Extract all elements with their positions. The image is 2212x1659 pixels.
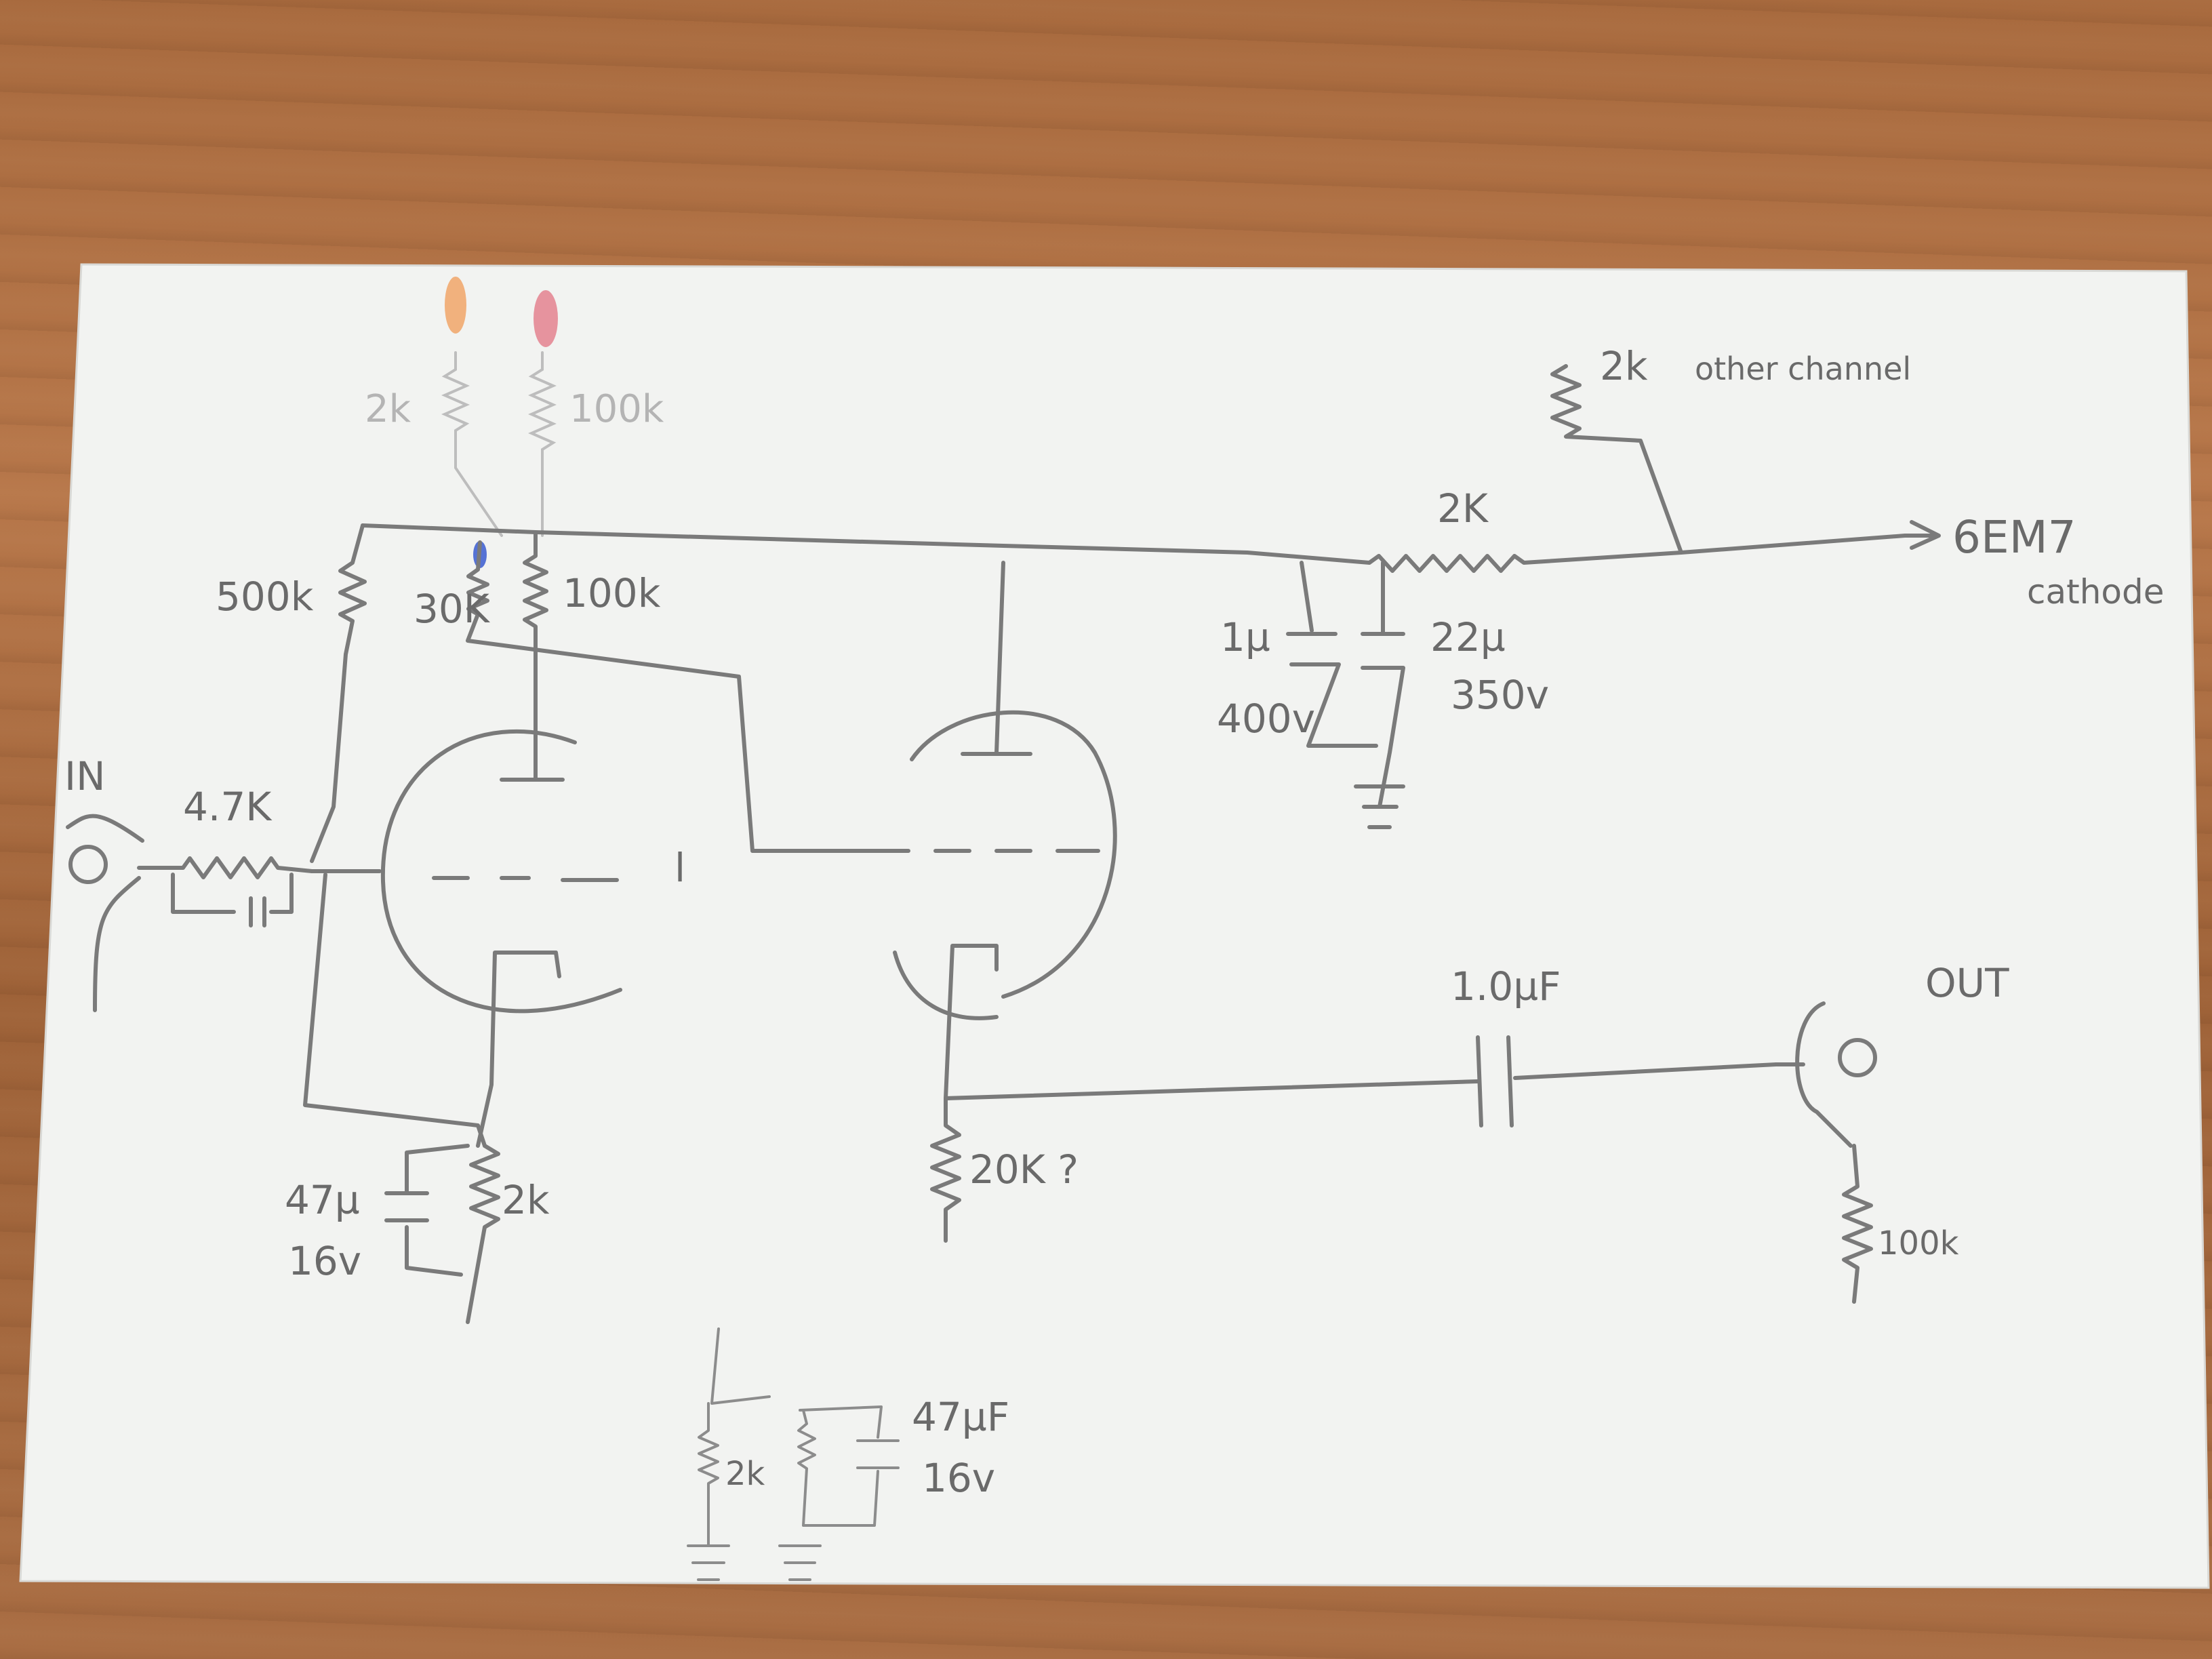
bottom-ground-left [687,1544,730,1581]
triode-1-grid-mark: l [675,845,685,891]
label-4.7k: 4.7K [183,784,273,830]
cap-22u-350v [1361,561,1405,809]
label-20k: 20K ? [969,1146,1079,1193]
output-jack [1838,1038,1877,1077]
label-in: IN [64,753,106,799]
triode-2-cathode [944,944,999,1100]
label-500k: 500k [216,574,314,620]
triode-1-cathode [476,951,561,1148]
faint-label-100k: 100k [569,387,664,431]
supply-rail [361,523,1371,565]
triode-1-grid [310,869,619,882]
output-jack-frame [1774,1001,1853,1148]
label-2k-other: 2k [1600,343,1648,389]
arrow-to-tube [1903,520,1941,550]
cathode-out-wire [944,1079,1480,1100]
orange-marker-dot [445,277,466,334]
resistor-20k [930,1096,961,1243]
resistor-100k [500,530,565,782]
label-2k-bottom: 2k [725,1455,765,1493]
label-6em7: 6EM7 [1952,511,2076,563]
triode-2-envelope [893,710,1117,1020]
label-out: OUT [1925,960,2009,1006]
label-100k: 100k [563,570,661,616]
bottom-ground-right [778,1544,822,1581]
label-400v: 400v [1217,696,1315,742]
label-2k-supply: 2K [1437,485,1489,532]
cap-1u-400v [1286,561,1378,748]
faint-label-2k: 2k [365,387,411,431]
label-350v: 350v [1451,672,1549,718]
supply-ground [1354,784,1405,829]
bottom-resistor-2k [698,1327,771,1547]
pink-marker-dot [534,290,558,347]
cap-47u-cathode [384,1144,470,1277]
label-other-channel: other channel [1695,351,1911,387]
resistor-2k-cathode [466,1144,500,1324]
resistor-2k-supply [1367,534,1907,573]
label-2k-cathode: 2k [502,1177,550,1223]
resistor-500k [310,523,367,863]
paper-card [20,264,2209,1588]
label-30k: 30K [414,586,491,632]
feedback-wire [303,873,487,1148]
label-cathode: cathode [2027,572,2165,612]
label-16v-cathode: 16v [288,1238,361,1284]
faint-resistor-100k [528,351,557,537]
resistor-30k [466,540,883,853]
triode-2-plate [961,561,1032,756]
resistor-4.7k [137,856,314,927]
resistor-100k-out [1842,1144,1873,1304]
label-1u: 1µ [1220,614,1270,660]
faint-resistor-2k [441,351,503,537]
label-100k-out: 100k [1878,1224,1959,1262]
label-22u: 22µ [1430,614,1506,660]
label-16v-bottom: 16v [922,1455,995,1501]
resistor-2k-other-channel [1550,364,1683,555]
cap-out [1476,1035,1778,1127]
label-47u-bottom: 47µF [912,1394,1009,1440]
triode-1-envelope [380,729,622,1014]
label-47u-cathode: 47µ [285,1177,360,1223]
label-1.0uf: 1.0µF [1451,963,1561,1010]
input-jack [68,845,108,884]
bottom-resistor-faint [797,1405,900,1527]
input-jack-frame [66,814,144,1012]
